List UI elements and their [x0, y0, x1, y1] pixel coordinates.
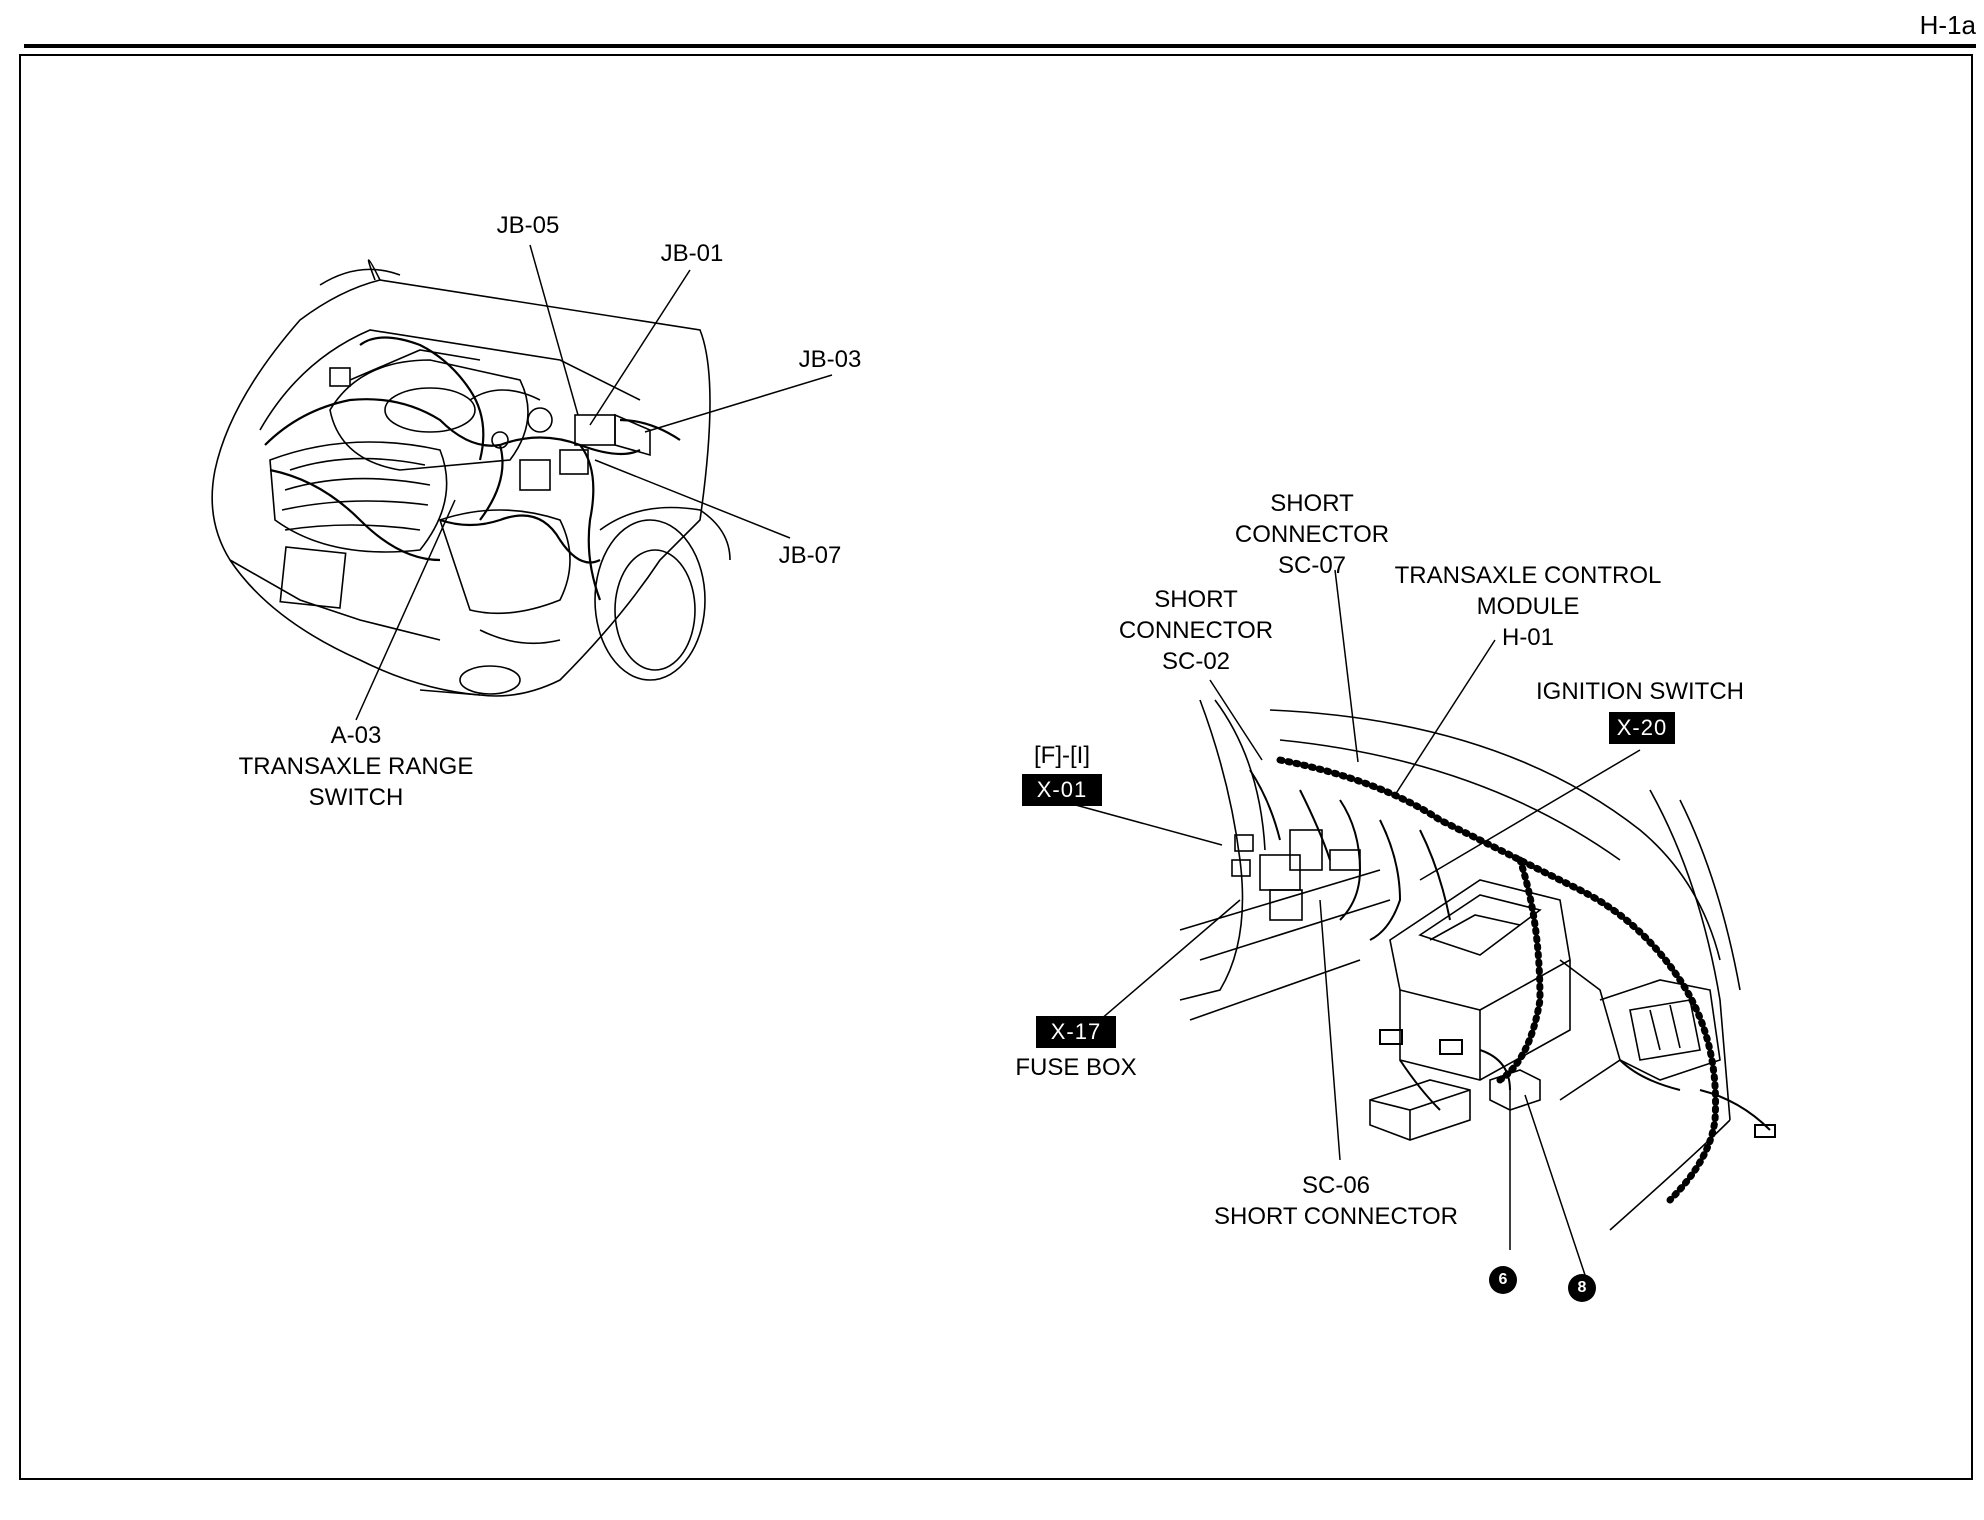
engine-harness: [264, 336, 681, 601]
label-sc07-3: SC-07: [1277, 552, 1347, 579]
ground-point-6: 6: [1489, 1266, 1517, 1294]
engine-compartment-drawing: [211, 259, 731, 697]
label-jb01: JB-01: [660, 240, 724, 267]
label-a03-name-1: TRANSAXLE RANGE: [238, 753, 474, 780]
label-sc06-1: SC-06: [1301, 1172, 1371, 1199]
label-sc02-1: SHORT: [1154, 586, 1238, 613]
label-fuse-box: FUSE BOX: [1015, 1054, 1137, 1081]
label-tcm-1: TRANSAXLE CONTROL: [1394, 562, 1662, 589]
cabin-main-harness: [1276, 756, 1720, 1204]
label-sc02-2: CONNECTOR: [1118, 617, 1274, 644]
tag-x17: X-17: [1036, 1016, 1116, 1048]
cabin-branch-harness: [1249, 769, 1776, 1138]
cabin-drawing: [1179, 699, 1741, 1231]
label-sc07-1: SHORT: [1270, 490, 1354, 517]
diagram-frame: [19, 54, 1973, 1480]
label-fi: [F]-[I]: [1034, 742, 1090, 769]
tag-x01: X-01: [1022, 774, 1102, 806]
label-tcm-3: H-01: [1501, 624, 1555, 651]
label-jb05: JB-05: [496, 212, 560, 239]
label-sc07-2: CONNECTOR: [1234, 521, 1390, 548]
label-sc02-3: SC-02: [1161, 648, 1231, 675]
ground-point-8: 8: [1568, 1274, 1596, 1302]
header-rule: [24, 44, 1976, 48]
label-a03-name-2: SWITCH: [308, 784, 404, 811]
page-id: H-1a: [1919, 10, 1976, 40]
tag-x20: X-20: [1609, 712, 1675, 744]
label-tcm-2: MODULE: [1476, 593, 1580, 620]
label-jb03: JB-03: [798, 346, 862, 373]
label-sc06-2: SHORT CONNECTOR: [1213, 1203, 1459, 1230]
label-jb07: JB-07: [778, 542, 842, 569]
label-ignition-switch: IGNITION SWITCH: [1536, 678, 1744, 705]
label-a03-code: A-03: [330, 722, 382, 749]
leader-lines: [355, 244, 1641, 1276]
